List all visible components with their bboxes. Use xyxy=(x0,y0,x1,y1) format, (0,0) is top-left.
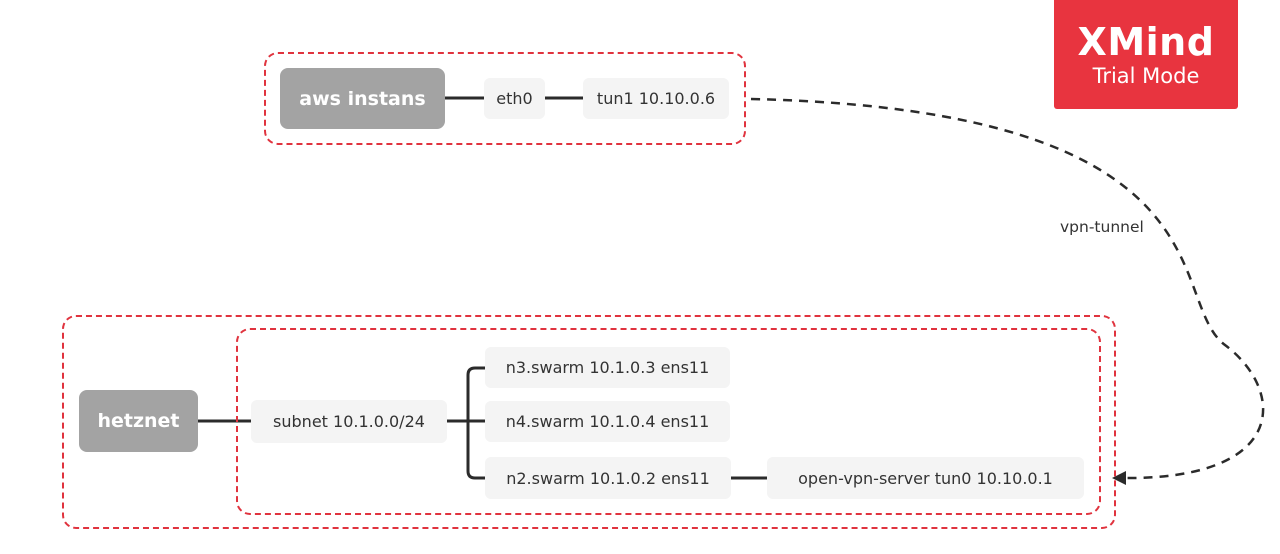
topic-hetznet[interactable]: hetznet xyxy=(79,390,198,452)
topic-open-vpn-server[interactable]: open-vpn-server tun0 10.10.0.1 xyxy=(767,457,1084,499)
topic-eth0[interactable]: eth0 xyxy=(484,78,545,119)
topic-tun1[interactable]: tun1 10.10.0.6 xyxy=(583,78,729,119)
aws-boundary[interactable] xyxy=(264,52,746,145)
subnet-boundary[interactable] xyxy=(236,328,1101,515)
topic-n2-swarm-label: n2.swarm 10.1.0.2 ens11 xyxy=(506,468,710,488)
topic-tun1-label: tun1 10.10.0.6 xyxy=(596,89,716,108)
topic-n3-swarm[interactable]: n3.swarm 10.1.0.3 ens11 xyxy=(485,347,730,388)
topic-subnet[interactable]: subnet 10.1.0.0/24 xyxy=(251,400,447,443)
topic-n4-swarm-label: n4.swarm 10.1.0.4 ens11 xyxy=(505,412,710,431)
connector-hub-n2 xyxy=(466,421,485,480)
topic-hetznet-label: hetznet xyxy=(97,410,180,432)
watermark-subtitle: Trial Mode xyxy=(1092,63,1200,88)
vpn-tunnel-label[interactable]: vpn-tunnel xyxy=(1060,218,1144,236)
watermark-title: XMind xyxy=(1077,19,1215,64)
arrowhead-icon xyxy=(1112,471,1126,485)
xmind-trial-watermark: XMind Trial Mode xyxy=(1054,0,1238,109)
topic-n2-swarm[interactable]: n2.swarm 10.1.0.2 ens11 xyxy=(485,457,731,499)
topic-aws-instans[interactable]: aws instans xyxy=(280,68,445,129)
topic-open-vpn-server-label: open-vpn-server tun0 10.10.0.1 xyxy=(798,468,1053,488)
connector-hub-n3 xyxy=(466,366,485,421)
topic-n4-swarm[interactable]: n4.swarm 10.1.0.4 ens11 xyxy=(485,401,730,442)
hetznet-boundary[interactable] xyxy=(62,315,1116,529)
topic-eth0-label: eth0 xyxy=(496,89,533,108)
topic-subnet-label: subnet 10.1.0.0/24 xyxy=(273,412,425,431)
topic-n3-swarm-label: n3.swarm 10.1.0.3 ens11 xyxy=(505,358,710,377)
vpn-tunnel-relationship xyxy=(750,97,1265,480)
topic-aws-instans-label: aws instans xyxy=(299,87,426,110)
